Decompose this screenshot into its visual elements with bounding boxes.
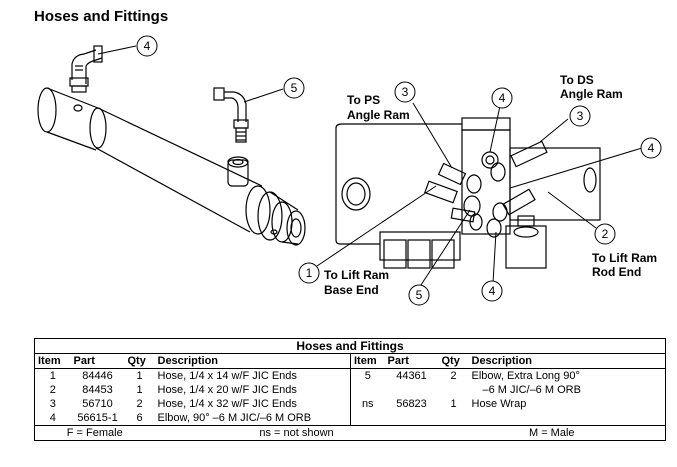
table-title: Hoses and Fittings bbox=[34, 338, 666, 354]
empty-cell bbox=[385, 411, 439, 426]
item-balloon: 4 bbox=[491, 87, 513, 109]
balloon-circle bbox=[491, 87, 513, 109]
description-cell-continued: –6 M JIC/–6 M ORB bbox=[482, 384, 581, 396]
balloon-circle bbox=[569, 105, 591, 127]
balloon-number: 4 bbox=[648, 141, 655, 155]
table-row: 3 56710 2 Hose, 1/4 x 32 w/F JIC Ends ns… bbox=[35, 397, 666, 411]
item-balloon: 4 bbox=[136, 35, 158, 57]
balloon-circle bbox=[481, 280, 503, 302]
leader-lines bbox=[97, 45, 643, 289]
empty-cell bbox=[469, 411, 666, 426]
description-cell: Hose Wrap bbox=[471, 398, 527, 410]
item-cell: 2 bbox=[49, 384, 56, 396]
elbow-fitting-item5 bbox=[213, 87, 249, 143]
item-balloon: 5 bbox=[283, 77, 305, 99]
callout-to-ds-angle-ram-1: To DS bbox=[560, 73, 594, 87]
callout-to-ps-angle-ram-2: Angle Ram bbox=[347, 108, 410, 122]
empty-cell bbox=[439, 411, 469, 426]
col-header-qty: Qty bbox=[438, 353, 469, 369]
callout-to-ps-angle-ram-1: To PS bbox=[347, 93, 380, 107]
callout-to-lift-ram-base-end-2: Base End bbox=[324, 283, 379, 297]
table-row: 2 84453 1 Hose, 1/4 x 20 w/F JIC Ends –6… bbox=[35, 383, 666, 397]
balloon-circle bbox=[283, 77, 305, 99]
empty-cell bbox=[350, 383, 385, 397]
description-cell: Hose, 1/4 x 32 w/F JIC Ends bbox=[157, 398, 297, 410]
page-title: Hoses and Fittings bbox=[34, 8, 169, 25]
item-cell: 3 bbox=[49, 398, 56, 410]
item-balloon: 4 bbox=[481, 280, 503, 302]
part-cell: 56710 bbox=[82, 398, 113, 410]
qty-cell: 1 bbox=[136, 384, 143, 396]
part-cell: 44361 bbox=[396, 370, 427, 382]
table-row: 4 56615-1 6 Elbow, 90° –6 M JIC/–6 M ORB bbox=[35, 411, 666, 426]
balloon-circle bbox=[394, 81, 416, 103]
balloon-circle bbox=[594, 223, 616, 245]
balloon-number: 4 bbox=[489, 284, 496, 298]
footnote-not-shown: ns = not shown bbox=[154, 425, 439, 441]
item-cell: 1 bbox=[49, 370, 56, 382]
item-balloon: 4 bbox=[640, 137, 662, 159]
balloon-circle bbox=[136, 35, 158, 57]
part-cell: 56823 bbox=[396, 398, 427, 410]
callout-to-lift-ram-rod-end-2: Rod End bbox=[592, 265, 641, 279]
table-row: 1 84446 1 Hose, 1/4 x 14 w/F JIC Ends 5 … bbox=[35, 368, 666, 383]
empty-cell bbox=[439, 383, 469, 397]
col-header-item: Item bbox=[350, 353, 385, 369]
parts-table: Hoses and Fittings Item Part Qty Descrip… bbox=[34, 338, 666, 441]
balloon-number: 1 bbox=[306, 266, 313, 280]
qty-cell: 1 bbox=[450, 398, 457, 410]
balloon-number: 4 bbox=[144, 39, 151, 53]
description-cell: Elbow, 90° –6 M JIC/–6 M ORB bbox=[157, 412, 312, 424]
empty-cell bbox=[350, 411, 385, 426]
balloon-circle bbox=[640, 137, 662, 159]
balloon-circle bbox=[298, 262, 320, 284]
col-header-qty: Qty bbox=[124, 353, 155, 369]
description-cell: Hose, 1/4 x 14 w/F JIC Ends bbox=[157, 370, 297, 382]
balloon-number: 5 bbox=[291, 81, 298, 95]
table-footer-row: F = Female ns = not shown M = Male bbox=[34, 425, 666, 441]
part-cell: 56615-1 bbox=[77, 412, 118, 424]
hoses-fittings-diagram: 4 5 3 4 3 4 1 5 4 2 To PS Angle Ram To DS Angle R… bbox=[37, 35, 662, 306]
balloon-number: 3 bbox=[402, 85, 409, 99]
footnote-female: F = Female bbox=[34, 425, 155, 441]
item-balloon: 5 bbox=[408, 284, 430, 306]
balloon-number: 2 bbox=[602, 227, 609, 241]
balloon-number: 4 bbox=[499, 91, 506, 105]
callout-to-lift-ram-rod-end-1: To Lift Ram bbox=[592, 251, 657, 265]
balloon-number: 5 bbox=[416, 288, 423, 302]
elbow-fitting-item4 bbox=[69, 45, 103, 93]
description-cell: Elbow, Extra Long 90° bbox=[471, 370, 580, 382]
item-balloon: 1 bbox=[298, 262, 320, 284]
item-cell: 5 bbox=[350, 368, 385, 383]
item-cell: 4 bbox=[49, 412, 56, 424]
callout-to-ds-angle-ram-2: Angle Ram bbox=[560, 87, 623, 101]
col-header-description: Description bbox=[154, 353, 351, 369]
part-cell: 84446 bbox=[82, 370, 113, 382]
footnote-male: M = Male bbox=[438, 425, 666, 441]
col-header-item: Item bbox=[34, 353, 71, 369]
item-balloon: 3 bbox=[569, 105, 591, 127]
part-cell: 84453 bbox=[82, 384, 113, 396]
qty-cell: 2 bbox=[450, 370, 457, 382]
description-cell: Hose, 1/4 x 20 w/F JIC Ends bbox=[157, 384, 297, 396]
qty-cell: 6 bbox=[136, 412, 143, 424]
col-header-part: Part bbox=[70, 353, 125, 369]
item-balloon: 2 bbox=[594, 223, 616, 245]
item-balloon: 3 bbox=[394, 81, 416, 103]
col-header-part: Part bbox=[384, 353, 439, 369]
qty-cell: 1 bbox=[136, 370, 143, 382]
qty-cell: 2 bbox=[136, 398, 143, 410]
empty-cell bbox=[385, 383, 439, 397]
item-cell: ns bbox=[350, 397, 385, 411]
col-header-description: Description bbox=[468, 353, 666, 369]
item-balloons: 4 5 3 4 3 4 1 5 4 2 bbox=[136, 35, 662, 306]
balloon-number: 3 bbox=[577, 109, 584, 123]
callout-to-lift-ram-base-end-1: To Lift Ram bbox=[324, 268, 389, 282]
hydraulic-valve-assembly bbox=[335, 117, 601, 269]
lift-ram-cylinder bbox=[37, 87, 306, 246]
balloon-circle bbox=[408, 284, 430, 306]
table-header-row: Item Part Qty Description Item Part Qty … bbox=[34, 353, 666, 369]
valve-hose-fittings bbox=[424, 140, 548, 238]
